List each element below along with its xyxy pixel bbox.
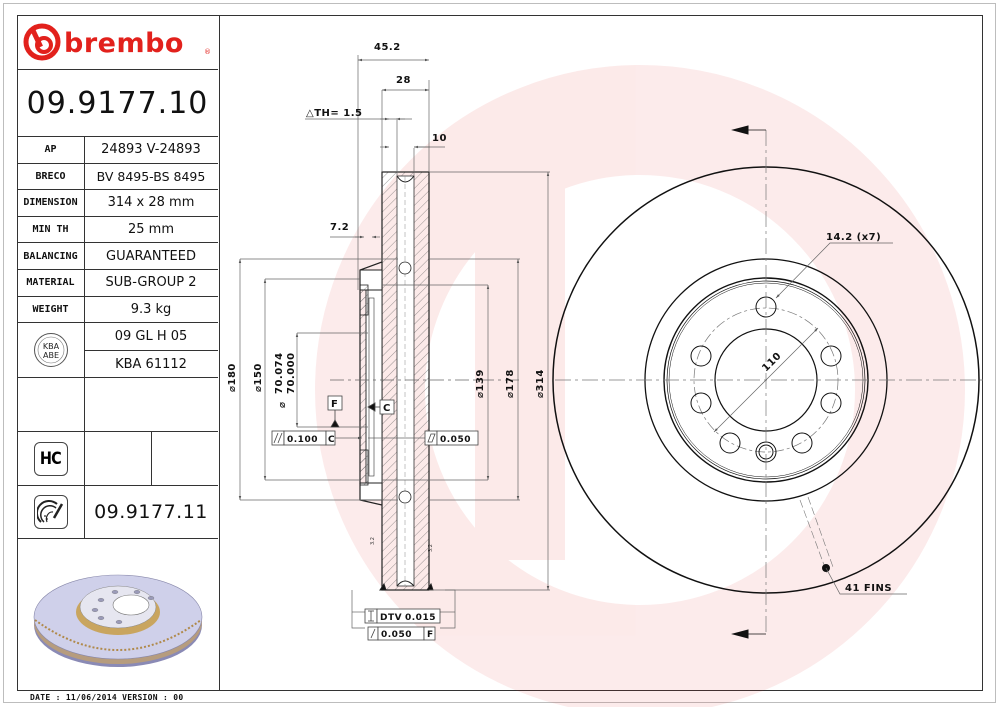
property-label: DIMENSION <box>17 190 85 216</box>
property-value: SUB-GROUP 2 <box>105 275 197 291</box>
svg-text:F: F <box>427 630 434 640</box>
svg-text:C: C <box>383 403 391 414</box>
coated-disc-icon <box>33 495 68 529</box>
brake-disc-render-icon <box>33 574 202 667</box>
alternate-part-row: 09.9177.11 <box>17 486 218 539</box>
svg-text:⌀150: ⌀150 <box>253 363 264 392</box>
alternate-part-number: 09.9177.11 <box>94 501 208 523</box>
flatness-tolerance <box>424 430 479 446</box>
svg-text:⌀314: ⌀314 <box>535 369 546 398</box>
svg-text:0.050: 0.050 <box>440 435 471 445</box>
svg-text:△TH= 1.5: △TH= 1.5 <box>306 108 362 119</box>
svg-text:41 FINS: 41 FINS <box>845 583 892 594</box>
property-value: BV 8495-BS 8495 <box>96 168 206 184</box>
kba-code: 09 GL H 05 <box>84 323 218 351</box>
svg-text:28: 28 <box>396 75 411 86</box>
property-label: BRECO <box>17 163 85 190</box>
property-label: BALANCING <box>17 243 85 269</box>
datum-c <box>367 399 395 415</box>
svg-text:DTV: DTV <box>380 613 402 623</box>
hc-icon: HC <box>33 441 68 476</box>
svg-text:0.015: 0.015 <box>405 613 436 623</box>
svg-text:KBA: KBA <box>42 342 59 351</box>
property-label: MATERIAL <box>17 270 85 296</box>
property-label: AP <box>17 137 85 163</box>
svg-text:7.2: 7.2 <box>330 222 349 233</box>
property-value: 25 mm <box>127 222 174 238</box>
property-value: 9.3 kg <box>130 301 172 317</box>
property-row-dimension: DIMENSION 314 x 28 mm <box>17 190 218 217</box>
svg-text:⌀180: ⌀180 <box>227 363 238 392</box>
runout-tolerance <box>367 626 436 641</box>
svg-text:70.000: 70.000 <box>286 352 297 394</box>
front-view <box>552 125 985 639</box>
kba-code: KBA 61112 <box>115 356 187 372</box>
svg-text:®: ® <box>204 48 211 56</box>
property-value: GUARANTEED <box>106 248 196 264</box>
property-label: WEIGHT <box>17 296 85 323</box>
svg-text:3.2: 3.2 <box>428 544 434 552</box>
property-row-balancing: BALANCING GUARANTEED <box>17 243 218 270</box>
svg-text:⌀178: ⌀178 <box>505 369 516 398</box>
svg-text:3.2: 3.2 <box>370 537 376 545</box>
kba-abe-seal-icon: KBA ABE <box>33 333 68 367</box>
disc-3d-render <box>17 539 218 691</box>
hc-row: HC <box>17 432 218 486</box>
svg-text:C: C <box>328 435 335 445</box>
property-row-breco: BRECO BV 8495-BS 8495 <box>17 163 218 191</box>
svg-text:F: F <box>331 399 338 410</box>
datum-f <box>327 395 343 428</box>
svg-text:45.2: 45.2 <box>374 42 401 53</box>
svg-text:110: 110 <box>760 351 784 375</box>
svg-text:0.100: 0.100 <box>287 435 318 445</box>
drawing-frame <box>17 15 983 691</box>
svg-text:⌀139: ⌀139 <box>475 369 486 398</box>
svg-text:10: 10 <box>432 133 447 144</box>
brand-logo: brembo ® <box>17 15 218 70</box>
date-version: DATE : 11/06/2014 VERSION : 00 <box>30 693 184 702</box>
kba-approval: KBA ABE 09 GL H 05 KBA 61112 <box>17 323 218 378</box>
property-row-min-th: MIN TH 25 mm <box>17 216 218 244</box>
svg-text:70.074: 70.074 <box>274 352 285 394</box>
property-row-ap: AP 24893 V-24893 <box>17 137 218 164</box>
spec-table: brembo ® 09.9177.10 AP 24893 V-24893 BRE… <box>17 15 220 691</box>
parallelism-tolerance <box>271 430 336 446</box>
svg-text:brembo: brembo <box>64 28 184 59</box>
sheet-border <box>3 3 996 703</box>
property-row-weight: WEIGHT 9.3 kg <box>17 296 218 324</box>
brembo-logo-icon: brembo ® <box>23 23 211 61</box>
part-number: 09.9177.10 <box>17 70 218 137</box>
property-value: 314 x 28 mm <box>107 195 195 211</box>
svg-text:⌀: ⌀ <box>277 401 288 408</box>
dtv-tolerance <box>364 608 441 624</box>
section-view <box>359 171 434 591</box>
property-label: MIN TH <box>17 216 85 243</box>
property-row-material: MATERIAL SUB-GROUP 2 <box>17 270 218 297</box>
property-value: 24893 V-24893 <box>101 142 201 158</box>
svg-text:0.050: 0.050 <box>381 630 412 640</box>
svg-text:ABE: ABE <box>42 351 58 360</box>
svg-text:14.2 (x7): 14.2 (x7) <box>826 232 881 243</box>
empty-row <box>17 378 218 432</box>
